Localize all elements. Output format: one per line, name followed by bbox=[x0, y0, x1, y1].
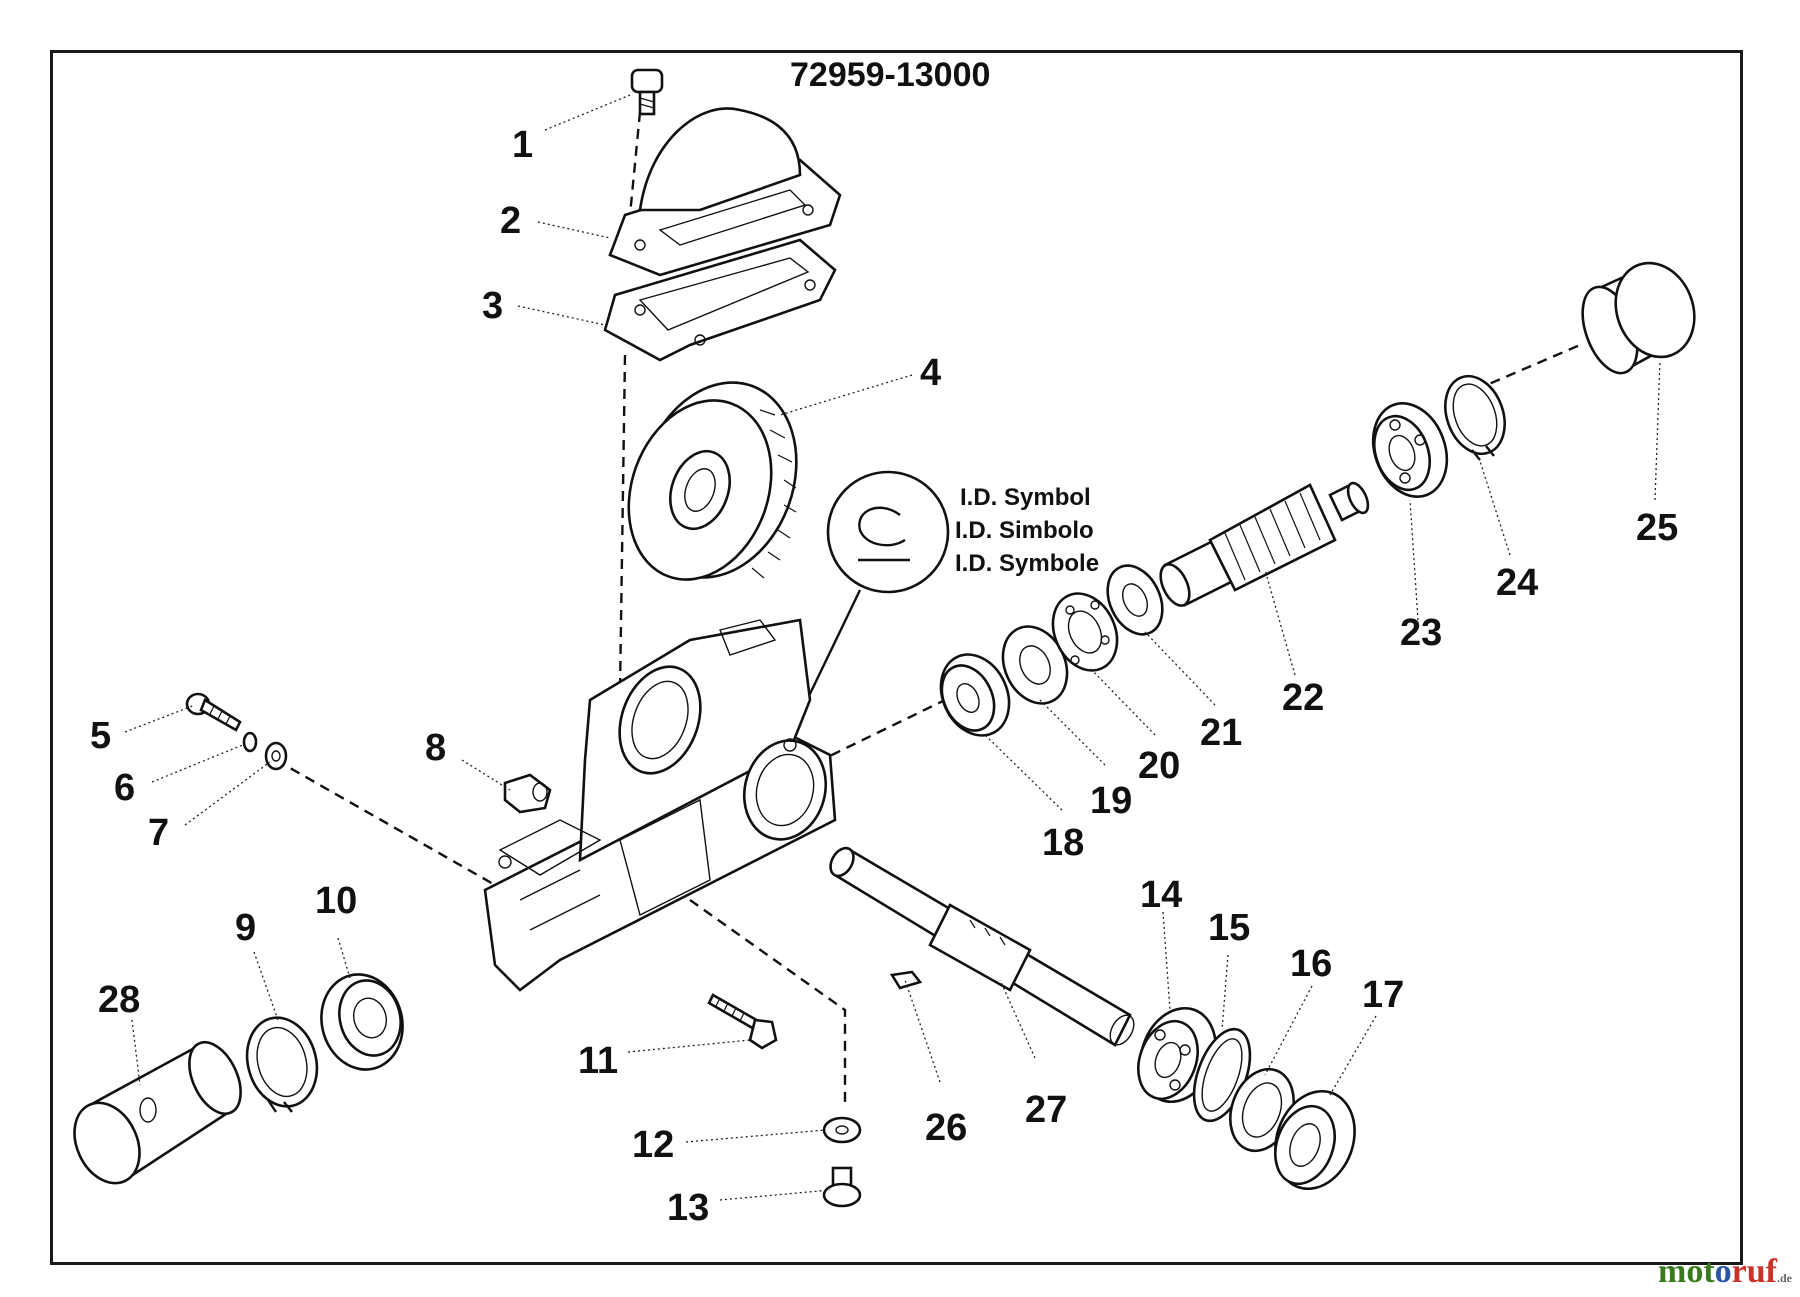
part-5-bolt bbox=[185, 692, 242, 732]
diagram-frame bbox=[50, 50, 1743, 1265]
label-part-13: 13 bbox=[667, 1187, 709, 1229]
watermark-part1: mot bbox=[1658, 1253, 1715, 1290]
part-23-bearing bbox=[1371, 402, 1449, 498]
label-part-4: 4 bbox=[920, 352, 941, 394]
part-24-snap-ring bbox=[1444, 374, 1506, 461]
part-4-gear bbox=[627, 381, 798, 581]
label-part-24: 24 bbox=[1496, 562, 1538, 604]
part-2-cover bbox=[608, 107, 842, 277]
part-25-cap bbox=[1581, 261, 1696, 375]
id-symbol-label-en: I.D. Symbol bbox=[960, 484, 1091, 511]
part-20-thrust-bearing bbox=[1051, 592, 1119, 672]
watermark-logo: motoruf.de bbox=[1658, 1253, 1792, 1291]
part-12-washer bbox=[822, 1116, 862, 1144]
assembly-axes bbox=[275, 111, 1581, 1105]
part-22-worm-shaft bbox=[1159, 481, 1370, 607]
label-part-11: 11 bbox=[578, 1040, 618, 1082]
part-13-bolt bbox=[822, 1166, 862, 1208]
model-number-title: 72959-13000 bbox=[790, 56, 990, 94]
label-part-2: 2 bbox=[500, 200, 521, 242]
watermark-suffix: .de bbox=[1777, 1271, 1792, 1285]
id-symbol-label-fr: I.D. Symbole bbox=[955, 550, 1099, 577]
label-part-8: 8 bbox=[425, 727, 446, 769]
label-part-12: 12 bbox=[632, 1124, 674, 1166]
id-symbol-callout: I.D. Symbol I.D. Simbolo I.D. Symbole bbox=[793, 470, 1099, 726]
label-part-1: 1 bbox=[512, 124, 533, 166]
part-number-labels: 1 2 3 4 5 6 7 8 9 10 11 12 13 14 15 16 1… bbox=[90, 124, 1678, 1229]
label-part-20: 20 bbox=[1138, 745, 1180, 787]
label-part-15: 15 bbox=[1208, 907, 1250, 949]
label-part-6: 6 bbox=[114, 767, 135, 809]
id-symbol-label-it: I.D. Simbolo bbox=[955, 517, 1094, 544]
label-part-27: 27 bbox=[1025, 1089, 1067, 1131]
part-18-bearing bbox=[939, 653, 1011, 737]
part-21-washer bbox=[1106, 564, 1164, 636]
label-part-19: 19 bbox=[1090, 780, 1132, 822]
part-3-gasket bbox=[603, 238, 837, 362]
label-part-21: 21 bbox=[1200, 712, 1242, 754]
part-26-key bbox=[889, 970, 923, 990]
label-part-23: 23 bbox=[1400, 612, 1442, 654]
label-part-14: 14 bbox=[1140, 874, 1182, 916]
watermark-part3: ruf bbox=[1731, 1253, 1777, 1290]
label-part-16: 16 bbox=[1290, 943, 1332, 985]
label-part-7: 7 bbox=[148, 812, 169, 854]
leader-lines bbox=[124, 94, 1661, 1201]
part-7-washer bbox=[264, 741, 288, 771]
part-17-seal bbox=[1274, 1089, 1356, 1191]
part-28-sleeve bbox=[73, 1041, 242, 1185]
label-part-28: 28 bbox=[98, 979, 140, 1021]
label-part-17: 17 bbox=[1362, 974, 1404, 1016]
part-1-screw bbox=[630, 68, 664, 116]
label-part-5: 5 bbox=[90, 715, 111, 757]
part-11-bolt bbox=[707, 993, 778, 1050]
label-part-18: 18 bbox=[1042, 822, 1084, 864]
label-part-3: 3 bbox=[482, 285, 503, 327]
label-part-9: 9 bbox=[235, 907, 256, 949]
part-10-bearing bbox=[320, 973, 404, 1071]
part-6-lock-washer bbox=[242, 731, 258, 753]
label-part-22: 22 bbox=[1282, 677, 1324, 719]
label-part-26: 26 bbox=[925, 1107, 967, 1149]
part-8-clip bbox=[503, 773, 552, 814]
gearbox-housing bbox=[483, 618, 837, 992]
part-27-shaft bbox=[829, 846, 1135, 1047]
watermark-part2: o bbox=[1714, 1253, 1732, 1290]
label-part-25: 25 bbox=[1636, 507, 1678, 549]
label-part-10: 10 bbox=[315, 880, 357, 922]
part-9-snap-ring bbox=[245, 1016, 319, 1113]
